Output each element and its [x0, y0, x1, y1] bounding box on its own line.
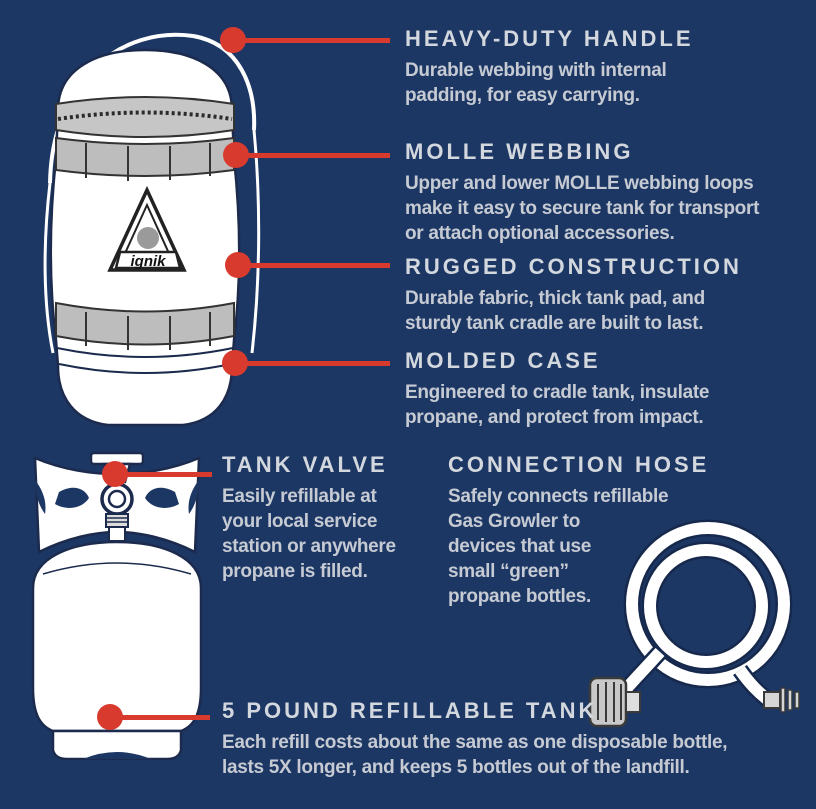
handle-callout-line — [240, 38, 390, 43]
tank-valve-callout-line — [122, 472, 212, 477]
hose-bottle-fitting-icon — [763, 687, 800, 713]
callout-body: Engineered to cradle tank, insulate prop… — [405, 382, 710, 428]
ignik-logo: ignik — [107, 185, 187, 272]
callout-body: Upper and lower MOLLE webbing loops make… — [405, 173, 760, 244]
callout-title: HEAVY-DUTY HANDLE — [405, 26, 694, 51]
construction-callout-line — [245, 263, 390, 268]
callout-title: MOLLE WEBBING — [405, 139, 634, 164]
refillable-tank-callout-line — [117, 715, 210, 720]
callout-body: Each refill costs about the same as one … — [222, 732, 728, 778]
tank-body — [31, 540, 203, 733]
callout-connection-hose: CONNECTION HOSE Safely connects refillab… — [448, 452, 709, 609]
callout-body: Safely connects refillable Gas Growler t… — [448, 486, 669, 607]
callout-body: Durable webbing with internal padding, f… — [405, 60, 667, 106]
callout-title: TANK VALVE — [222, 452, 388, 477]
carrier-molle-lower — [55, 301, 235, 350]
callout-title: CONNECTION HOSE — [448, 452, 710, 477]
molle-callout-line — [243, 153, 390, 158]
callout-body: Durable fabric, thick tank pad, and stur… — [405, 288, 705, 334]
callout-title: RUGGED CONSTRUCTION — [405, 254, 742, 279]
tank-foot-ring — [51, 729, 183, 761]
callout-tank-valve: TANK VALVE Easily refillable at your loc… — [222, 452, 396, 584]
callout-heavy-duty-handle: HEAVY-DUTY HANDLE Durable webbing with i… — [405, 26, 694, 108]
carrier-zipper — [55, 96, 235, 138]
gas-growler-carrier-illustration: ignik — [43, 32, 261, 427]
carrier-molle-upper — [55, 136, 235, 181]
callout-molded-case: MOLDED CASE Engineered to cradle tank, i… — [405, 348, 709, 430]
molded-case-callout-line — [242, 361, 390, 366]
ignik-logo-text: ignik — [130, 253, 166, 270]
hose-regulator-fitting-icon — [588, 676, 641, 728]
connection-hose-illustration — [588, 519, 800, 728]
callout-title: MOLDED CASE — [405, 348, 601, 373]
callout-title: 5 POUND REFILLABLE TANK — [222, 698, 598, 723]
callout-body: Easily refillable at your local service … — [222, 486, 396, 582]
callout-rugged-construction: RUGGED CONSTRUCTION Durable fabric, thic… — [405, 254, 742, 336]
callout-molle-webbing: MOLLE WEBBING Upper and lower MOLLE webb… — [405, 139, 759, 246]
callout-refillable-tank: 5 POUND REFILLABLE TANK Each refill cost… — [222, 698, 728, 780]
propane-tank-illustration — [31, 451, 203, 761]
